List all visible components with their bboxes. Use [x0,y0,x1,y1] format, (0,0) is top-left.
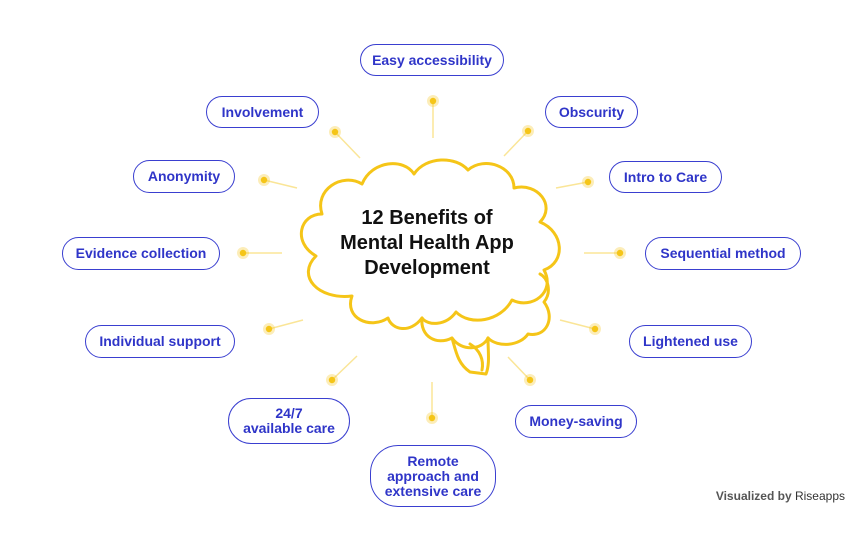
connector-dot [265,325,273,333]
connector-dot [260,176,268,184]
benefit-intro-to-care: Intro to Care [609,161,722,193]
connector-line [263,179,298,189]
connector-dot [584,178,592,186]
connector-line [503,130,529,157]
connector-dot [428,414,436,422]
credit-prefix: Visualized by [715,489,792,503]
connector-dot [591,325,599,333]
benefit-sequential-method: Sequential method [645,237,801,270]
brain-cloud-icon [299,158,561,376]
connector-line [334,131,361,159]
connector-dot [429,97,437,105]
benefit-obscurity: Obscurity [545,96,638,128]
connector-dot [328,376,336,384]
connector-line [331,355,358,381]
credit-brand: Riseapps [794,489,845,503]
connector-line [555,181,589,189]
connector-line [507,356,531,381]
benefit-remote-approach: Remote approach and extensive care [370,445,496,507]
benefit-evidence-collection: Evidence collection [62,237,220,270]
benefit-easy-accessibility: Easy accessibility [360,44,504,76]
connector-dot [616,249,624,257]
benefit-individual-support: Individual support [85,325,235,358]
benefit-involvement: Involvement [206,96,319,128]
credit-line: Visualized by Riseapps [716,489,845,503]
benefit-lightened-use: Lightened use [629,325,752,358]
connector-line [559,319,596,330]
connector-dot [239,249,247,257]
ray-group [237,95,626,424]
connector-line [268,319,304,330]
benefit-anonymity: Anonymity [133,160,235,193]
connector-dot [524,127,532,135]
diagram-title: 12 Benefits of Mental Health App Develop… [340,207,514,279]
benefit-24-7-care: 24/7 available care [228,398,350,444]
benefit-money-saving: Money-saving [515,405,637,438]
connector-dot [526,376,534,384]
connector-dot [331,128,339,136]
